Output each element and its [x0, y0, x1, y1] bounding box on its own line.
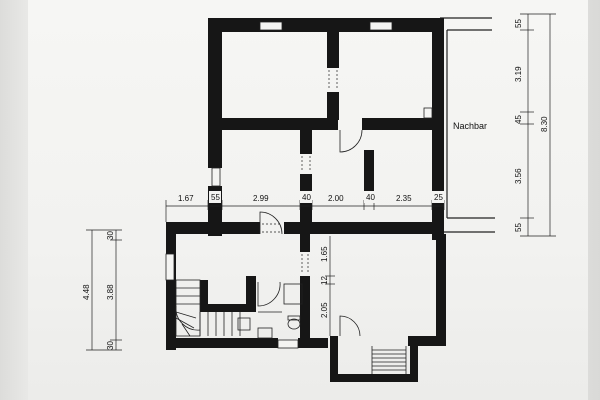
opening-lines [262, 70, 338, 274]
dimension-line-left [86, 229, 122, 351]
dim-4-48: 4.48 [82, 284, 91, 300]
dimension-line-right [520, 13, 556, 237]
door-swing-icon [257, 129, 363, 337]
window-icon [165, 21, 433, 349]
neighbor-outline [440, 17, 495, 233]
dim-12: 12 [320, 276, 329, 285]
toilet-icon [283, 283, 303, 330]
dim-40-a: 40 [302, 193, 311, 202]
neighbor-label: Nachbar [453, 121, 487, 131]
staircase-icon [175, 279, 241, 337]
dim-55-top: 55 [514, 19, 523, 28]
dim-2-00: 2.00 [328, 194, 344, 203]
dimension-line-inner [325, 236, 335, 336]
dim-2-35: 2.35 [396, 194, 412, 203]
dim-1-67: 1.67 [178, 194, 194, 203]
dimension-line-horizontal [165, 200, 445, 222]
dim-3-88: 3.88 [106, 284, 115, 300]
dim-25: 25 [434, 193, 443, 202]
dim-2-99: 2.99 [253, 194, 269, 203]
dim-30-bottom: 30 [106, 341, 115, 350]
dim-40-b: 40 [366, 193, 375, 202]
sink-icon [237, 317, 273, 339]
dim-1-65: 1.65 [320, 246, 329, 262]
dim-55: 55 [211, 193, 220, 202]
dim-30-top: 30 [106, 231, 115, 240]
dim-8-30: 8.30 [540, 116, 549, 132]
dim-55-bottom: 55 [514, 223, 523, 232]
dim-45: 45 [514, 115, 523, 124]
dim-3-56: 3.56 [514, 168, 523, 184]
dim-3-19: 3.19 [514, 66, 523, 82]
entry-stairs [371, 346, 407, 374]
dim-2-05: 2.05 [320, 302, 329, 318]
